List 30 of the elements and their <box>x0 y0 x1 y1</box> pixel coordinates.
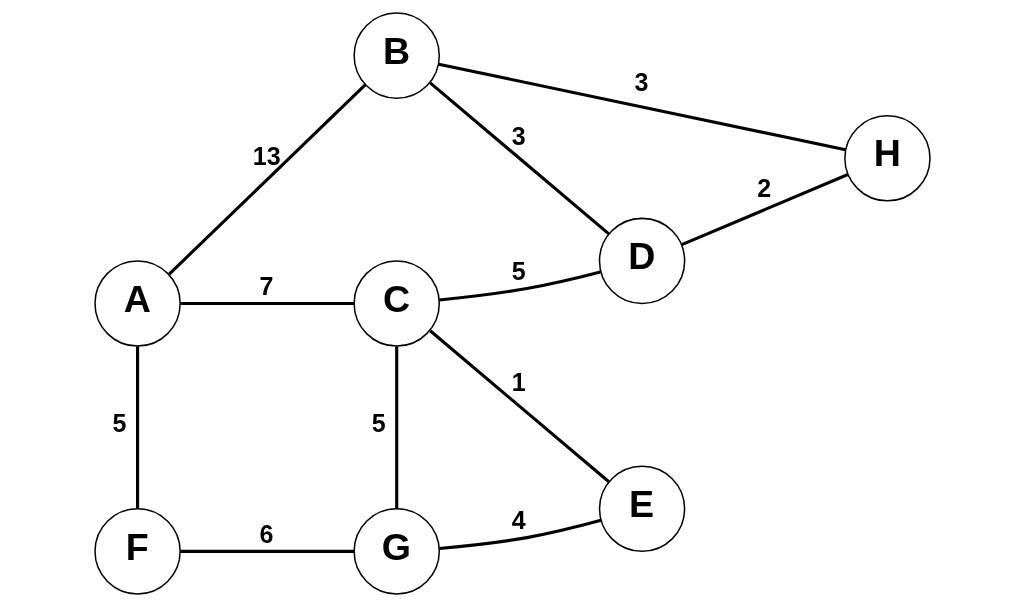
node-circle: E <box>598 465 685 553</box>
edge-label: 7 <box>259 271 274 300</box>
node-circle: B <box>352 12 440 99</box>
connector <box>135 346 139 509</box>
edge-label: 3 <box>511 121 526 150</box>
connector <box>180 549 354 553</box>
connector <box>180 301 354 306</box>
connector <box>437 62 846 152</box>
node-circle: C <box>352 260 440 347</box>
node-circle: H <box>843 114 931 202</box>
edge-label: 3 <box>634 67 648 96</box>
connector <box>428 81 610 236</box>
edge-label: 5 <box>511 256 526 285</box>
connector <box>167 83 367 276</box>
node-circle: D <box>598 217 685 305</box>
node-circle: F <box>93 508 181 595</box>
connector <box>680 173 848 247</box>
edge-label: 6 <box>259 519 274 548</box>
connector <box>438 518 601 550</box>
edge-label: 4 <box>511 505 526 534</box>
edge-label: 13 <box>252 141 281 170</box>
node-circle: A <box>93 260 181 347</box>
connector <box>394 346 398 509</box>
edge-label: 2 <box>756 174 771 203</box>
connector <box>428 329 610 483</box>
edge-label: 1 <box>511 368 526 397</box>
edge-label: 5 <box>112 409 126 438</box>
connector <box>438 270 601 302</box>
node-circle: G <box>352 508 440 595</box>
edge-label: 5 <box>371 409 386 438</box>
